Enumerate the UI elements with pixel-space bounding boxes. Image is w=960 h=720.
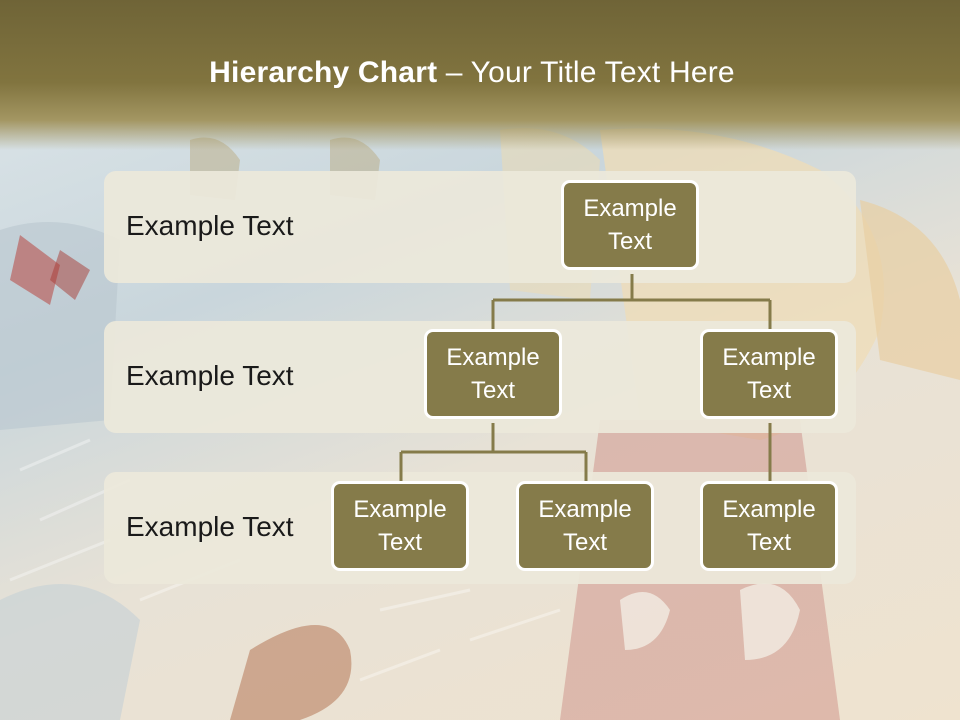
connector-root	[491, 274, 772, 330]
node-root[interactable]: Example Text	[561, 180, 699, 270]
node-level3-left[interactable]: Example Text	[331, 481, 469, 571]
node-level2-left-label: Example Text	[446, 344, 540, 404]
node-level3-left-label: Example Text	[353, 496, 447, 556]
title-bold: Hierarchy Chart	[209, 56, 438, 89]
node-level2-right-label: Example Text	[722, 344, 816, 404]
title-rest: – Your Title Text Here	[437, 56, 735, 89]
node-level3-middle-label: Example Text	[538, 496, 632, 556]
node-root-label: Example Text	[583, 195, 677, 255]
title-bar	[0, 0, 960, 150]
node-level3-right[interactable]: Example Text	[700, 481, 838, 571]
connector-left	[399, 423, 588, 482]
level-label-2: Example Text	[126, 360, 294, 391]
node-level3-right-label: Example Text	[722, 496, 816, 556]
level-label-3: Example Text	[126, 511, 294, 542]
level-band-1	[104, 171, 856, 283]
node-level2-right[interactable]: Example Text	[700, 329, 838, 419]
node-level2-left[interactable]: Example Text	[424, 329, 562, 419]
slide-title: Hierarchy Chart – Your Title Text Here	[0, 56, 944, 90]
level-label-1: Example Text	[126, 210, 294, 241]
node-level3-middle[interactable]: Example Text	[516, 481, 654, 571]
